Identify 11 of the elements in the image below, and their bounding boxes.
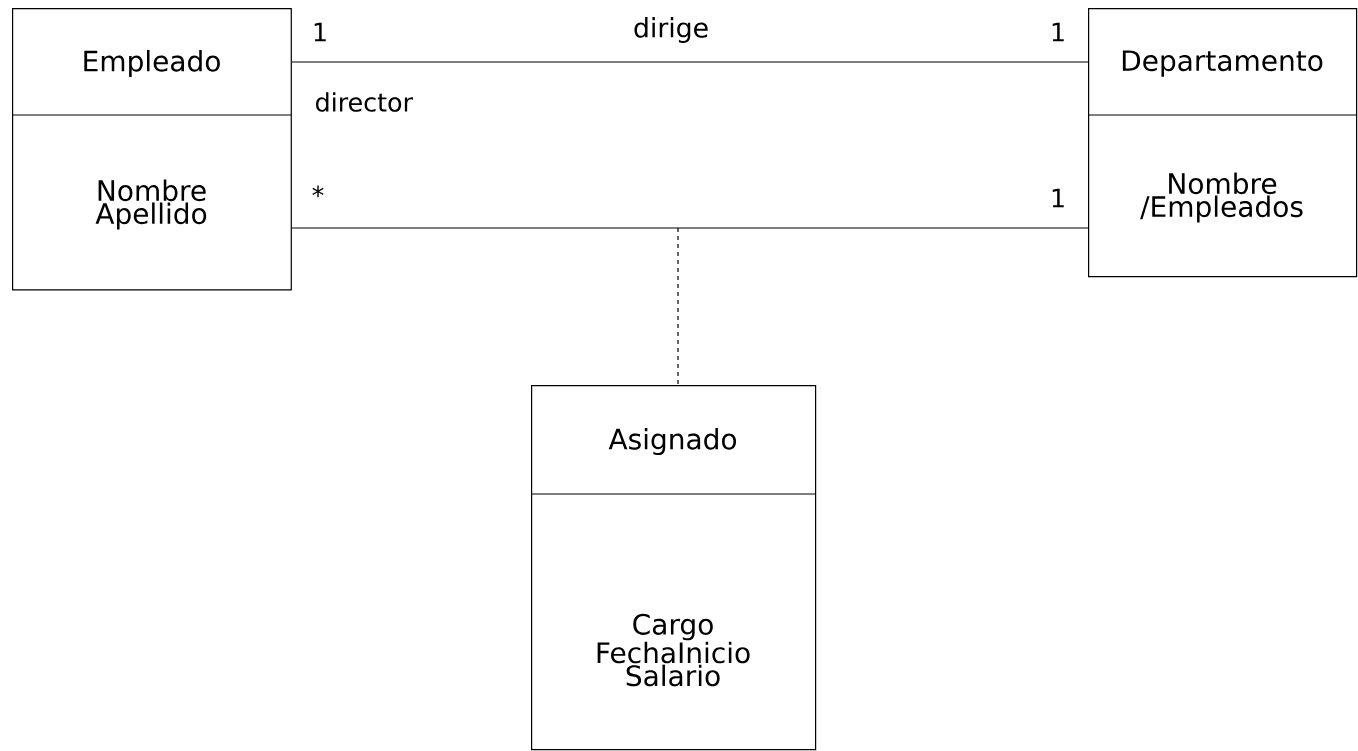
association-line <box>677 227 679 386</box>
association-line <box>291 227 1089 229</box>
association-line <box>291 61 1089 63</box>
multiplicity-label: 1 <box>1052 22 1064 42</box>
multiplicity-label: director <box>316 92 413 112</box>
edge-label: dirige <box>631 15 711 45</box>
class-box: Departamento Nombre /Empleados <box>1087 8 1358 278</box>
class-box: Empleado Nombre Apellido <box>11 8 292 291</box>
class-box: Asignado Cargo FechaInicio Salario <box>530 385 817 751</box>
multiplicity-label: 1 <box>314 22 326 42</box>
multiplicity-label: 1 <box>1052 188 1064 208</box>
